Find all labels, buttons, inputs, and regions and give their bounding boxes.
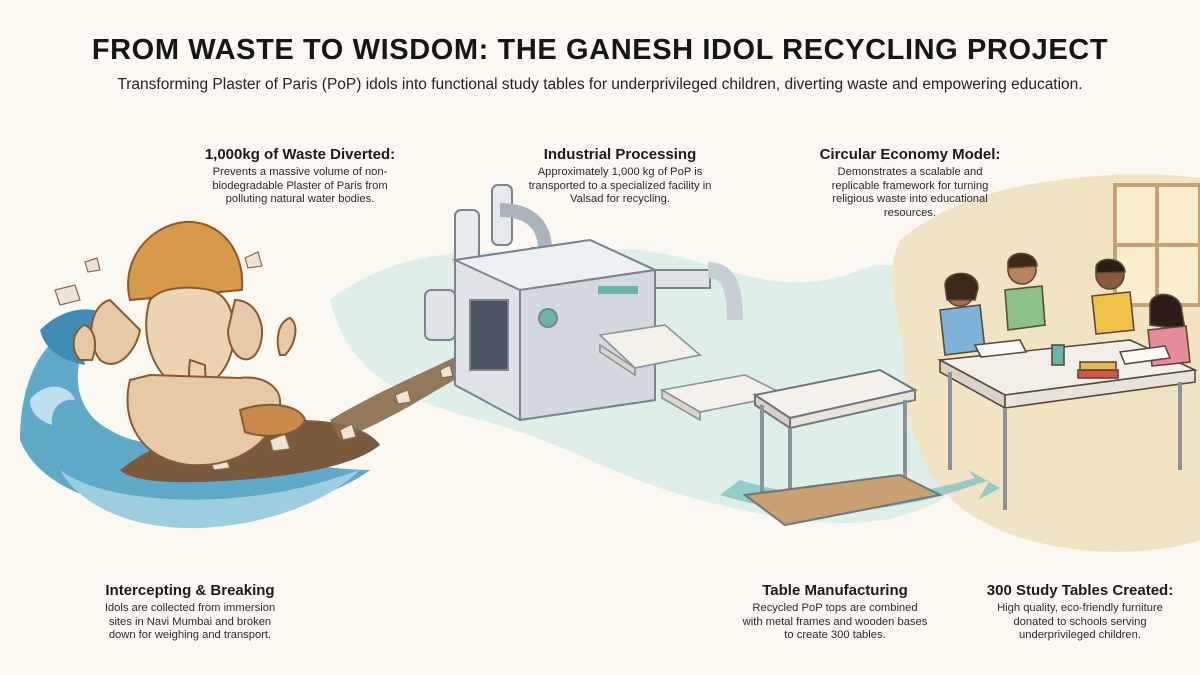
info-block-waste-diverted: 1,000kg of Waste Diverted: Prevents a ma…: [180, 146, 420, 207]
block-text: Approximately 1,000 kg of PoP is transpo…: [528, 166, 712, 205]
plaster-slab-icon: [598, 324, 788, 422]
block-heading: Intercepting & Breaking: [105, 582, 275, 599]
children-studying-icon: [937, 252, 1198, 510]
block-heading: Industrial Processing: [543, 146, 697, 163]
page-title: FROM WASTE TO WISDOM: THE GANESH IDOL RE…: [91, 34, 1109, 66]
block-heading: 300 Study Tables Created:: [986, 582, 1174, 599]
block-text: Demonstrates a scalable and replicable f…: [831, 166, 989, 219]
ganesh-idol-icon: [72, 220, 307, 467]
page-subtitle: Transforming Plaster of Paris (PoP) idol…: [117, 76, 1083, 93]
info-block-tables-created: 300 Study Tables Created: High quality, …: [965, 582, 1195, 643]
info-block-intercepting: Intercepting & Breaking Idols are collec…: [75, 582, 305, 643]
block-text: High quality, eco-friendly furniture don…: [997, 602, 1163, 641]
window-icon: [1113, 183, 1200, 307]
study-table-icon: [742, 368, 944, 527]
info-block-table-manufacturing: Table Manufacturing Recycled PoP tops ar…: [720, 582, 950, 643]
block-text: Idols are collected from immersion sites…: [104, 602, 276, 641]
processing-machine-icon: [424, 184, 743, 422]
block-text: Recycled PoP tops are combined with meta…: [742, 602, 928, 641]
block-heading: 1,000kg of Waste Diverted:: [204, 146, 396, 163]
block-text: Prevents a massive volume of non-biodegr…: [212, 166, 388, 205]
block-heading: Circular Economy Model:: [819, 146, 1001, 163]
info-block-circular-economy: Circular Economy Model: Demonstrates a s…: [790, 146, 1030, 220]
block-heading: Table Manufacturing: [762, 582, 908, 599]
info-block-industrial-processing: Industrial Processing Approximately 1,00…: [500, 146, 740, 207]
